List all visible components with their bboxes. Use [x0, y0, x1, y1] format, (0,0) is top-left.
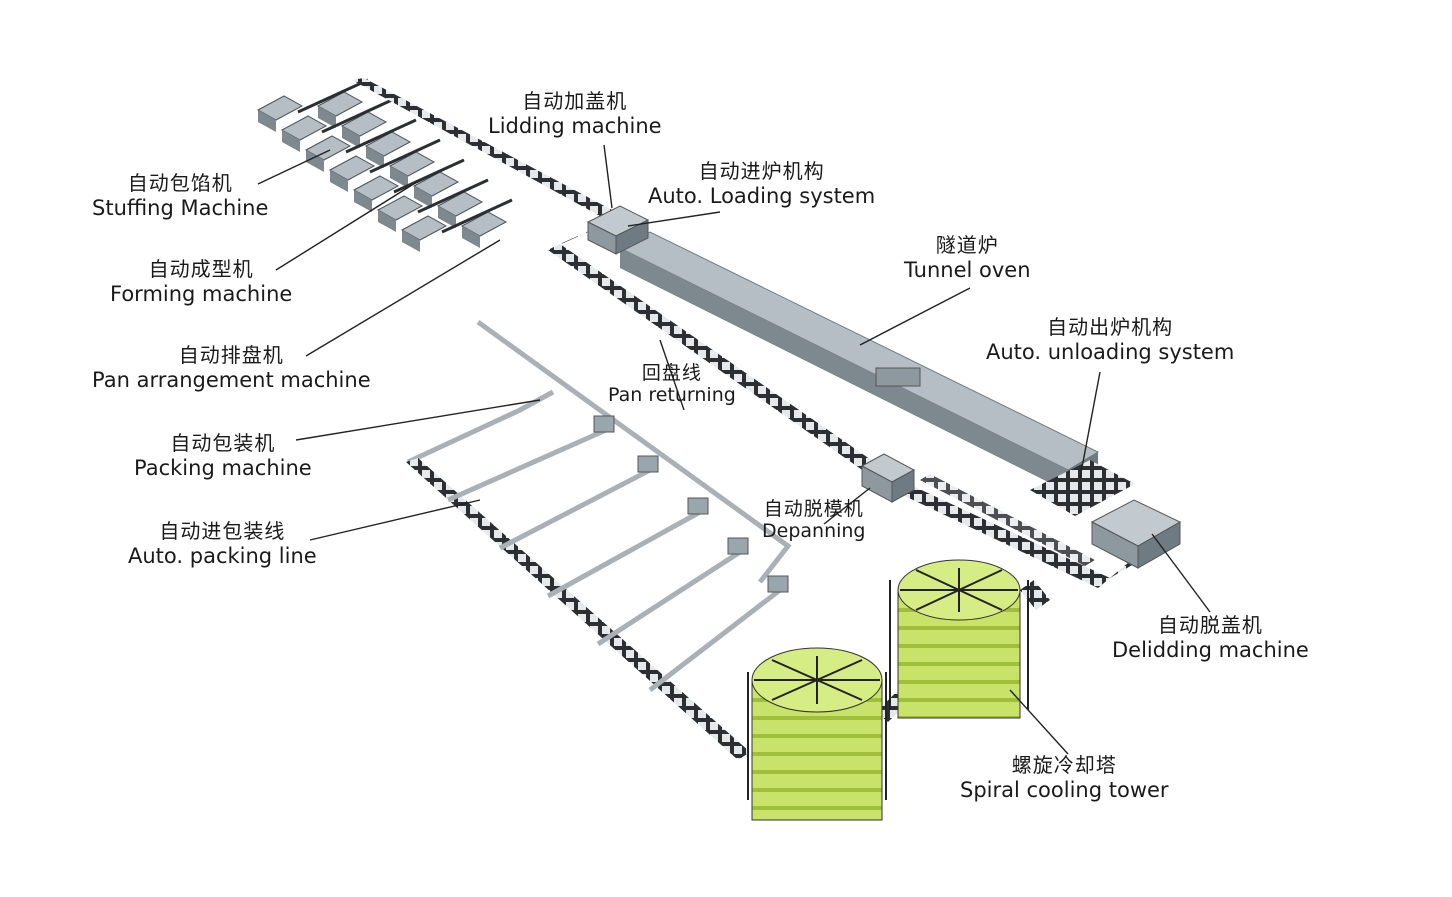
label-pan-arrange-zh: 自动排盘机	[178, 343, 284, 367]
label-cooling-zh: 螺旋冷却塔	[1011, 753, 1117, 777]
label-stuffing-machine: 自动包馅机 Stuffing Machine	[92, 171, 269, 220]
forming-machine-unit	[256, 95, 304, 121]
label-forming-en: Forming machine	[110, 281, 293, 306]
forming-machine-side	[258, 110, 276, 132]
label-forming-machine: 自动成型机 Forming machine	[110, 257, 293, 306]
packing-machine-unit	[727, 537, 749, 555]
forming-conveyor	[321, 98, 393, 134]
forming-machine-side	[366, 146, 384, 168]
label-packing-en: Packing machine	[134, 455, 312, 480]
label-pan-return-zh: 回盘线	[641, 362, 702, 384]
forming-machine-side	[342, 126, 360, 148]
forming-machine-side	[378, 210, 396, 232]
label-pan-arrangement: 自动排盘机 Pan arrangement machine	[92, 343, 371, 392]
feed-conveyor	[352, 78, 612, 216]
forming-machine-unit	[316, 91, 364, 117]
label-pan-return-en: Pan returning	[608, 384, 736, 407]
label-unloading-system: 自动出炉机构 Auto. unloading system	[986, 315, 1235, 364]
forming-conveyor	[297, 78, 369, 114]
label-pan-returning: 回盘线 Pan returning	[608, 362, 736, 407]
label-tunnel-zh: 隧道炉	[935, 233, 999, 257]
forming-machine-side	[438, 206, 456, 228]
label-cooling-en: Spiral cooling tower	[960, 777, 1169, 802]
label-packing-line-en: Auto. packing line	[128, 543, 317, 568]
label-forming-zh: 自动成型机	[148, 257, 254, 281]
packing-branch-conveyor	[446, 427, 608, 503]
forming-machine-side	[330, 170, 348, 192]
label-spiral-cooling-tower: 螺旋冷却塔 Spiral cooling tower	[960, 753, 1169, 802]
label-stuffing-zh: 自动包馅机	[127, 171, 233, 195]
forming-machine-side	[390, 166, 408, 188]
leader-lines	[257, 144, 1211, 755]
label-lidding-en: Lidding machine	[488, 113, 662, 138]
packing-branch-conveyor	[546, 509, 702, 599]
label-tunnel-oven: 隧道炉 Tunnel oven	[904, 233, 1031, 282]
label-unloading-zh: 自动出炉机构	[1047, 315, 1174, 339]
forming-conveyor	[345, 118, 417, 154]
label-packing-zh: 自动包装机	[170, 431, 276, 455]
forming-machine-group	[256, 78, 513, 252]
packing-frame	[406, 319, 792, 760]
label-unloading-en: Auto. unloading system	[986, 339, 1235, 364]
packing-machine-unit	[767, 575, 789, 593]
spiral-cooling-tower-left	[747, 647, 887, 821]
label-pan-arrange-en: Pan arrangement machine	[92, 367, 371, 392]
label-delidding-en: Delidding machine	[1112, 637, 1309, 662]
packing-machine-unit	[593, 415, 615, 433]
label-lidding-zh: 自动加盖机	[522, 89, 628, 113]
label-loading-zh: 自动进炉机构	[698, 159, 825, 183]
lidding-machine-box	[586, 205, 650, 255]
unloading-grid	[1030, 460, 1135, 516]
forming-conveyor	[441, 198, 513, 234]
label-packing-machine: 自动包装机 Packing machine	[134, 431, 312, 480]
forming-machine-side	[402, 230, 420, 252]
forming-machine-side	[462, 226, 480, 248]
forming-machine-side	[354, 190, 372, 212]
packing-branch-conveyor	[596, 549, 742, 647]
background-panel	[60, 42, 1385, 857]
label-depanning-en: Depanning	[762, 520, 866, 543]
label-lidding-machine: 自动加盖机 Lidding machine	[488, 89, 662, 138]
label-tunnel-en: Tunnel oven	[904, 257, 1031, 282]
packing-machine-unit	[637, 455, 659, 473]
label-delidding-zh: 自动脱盖机	[1157, 613, 1263, 637]
delidding-machine-box	[1090, 499, 1182, 569]
label-loading-system: 自动进炉机构 Auto. Loading system	[648, 159, 876, 208]
label-depanning-zh: 自动脱模机	[763, 498, 864, 520]
forming-conveyor	[393, 158, 465, 194]
forming-conveyor	[417, 178, 489, 214]
depanning-machine-box	[860, 453, 916, 503]
spiral-cooling-tower-right	[889, 559, 1029, 719]
forming-conveyor	[369, 138, 441, 174]
label-packing-line: 自动进包装线 Auto. packing line	[128, 519, 317, 568]
packing-branch-conveyor	[498, 467, 652, 551]
label-stuffing-en: Stuffing Machine	[92, 195, 269, 220]
packing-branch-conveyor	[648, 588, 782, 692]
label-loading-en: Auto. Loading system	[648, 183, 876, 208]
forming-machine-side	[282, 130, 300, 152]
forming-machine-side	[414, 186, 432, 208]
forming-machine-side	[306, 150, 324, 172]
forming-machine-side	[318, 106, 336, 128]
label-depanning: 自动脱模机 Depanning	[762, 498, 866, 543]
label-delidding-machine: 自动脱盖机 Delidding machine	[1112, 613, 1309, 662]
label-packing-line-zh: 自动进包装线	[159, 519, 286, 543]
packing-machine-unit	[687, 497, 709, 515]
